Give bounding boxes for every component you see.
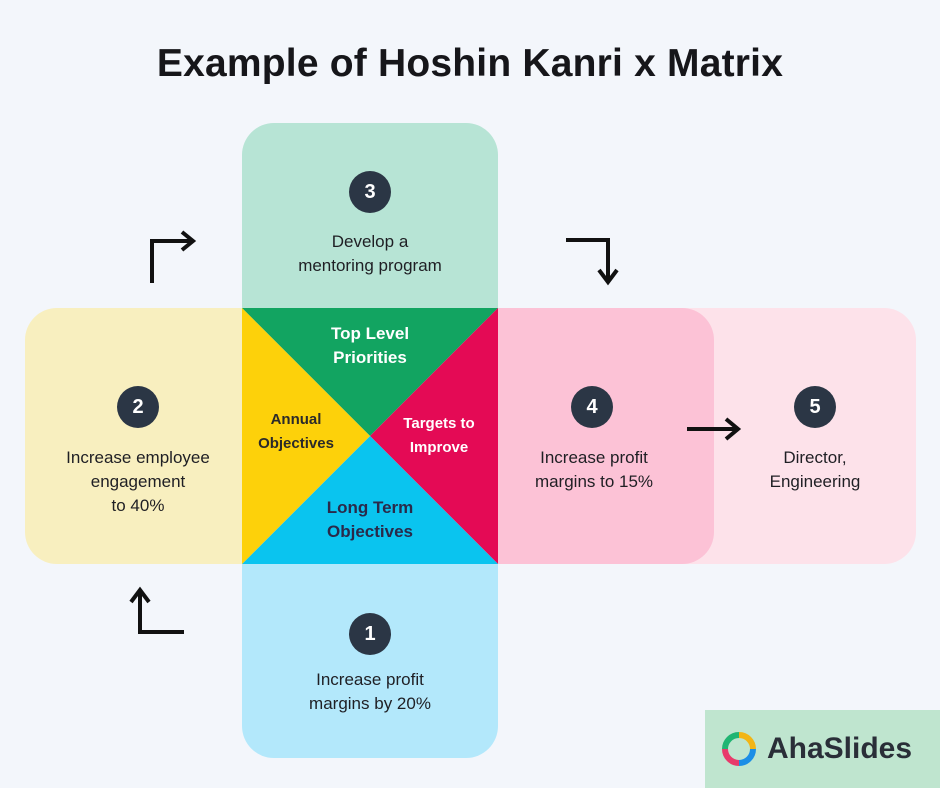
brand-name: AhaSlides <box>767 732 913 765</box>
triangle-top <box>242 308 498 436</box>
label-top-level-priorities: Top Level Priorities <box>330 324 410 367</box>
card-4-text: Increase profit margins to 15% <box>534 448 654 491</box>
number-badge-2: 2 <box>117 386 159 428</box>
triangle-right <box>370 308 498 564</box>
label-long-term-objectives: Long Term Objectives <box>326 498 414 541</box>
label-annual-objectives: Annual Objectives <box>258 411 334 452</box>
number-badge-3: 3 <box>349 171 391 213</box>
arrow-up-right-icon <box>150 230 197 283</box>
number-badge-5: 5 <box>794 386 836 428</box>
number-badge-1: 1 <box>349 613 391 655</box>
card-3-text: Develop a mentoring program <box>298 232 442 275</box>
arrow-right-down-icon <box>566 238 619 286</box>
arrow-left-up-icon <box>129 586 184 634</box>
card-5-text: Director, Engineering <box>769 448 861 491</box>
triangle-bottom <box>242 436 498 564</box>
card-2-box <box>25 308 255 564</box>
card-1-text: Increase profit margins by 20% <box>309 670 431 713</box>
card-2-text: Increase employee engagement to 40% <box>66 448 210 515</box>
number-badge-4: 4 <box>571 386 613 428</box>
ahaslides-logo-icon <box>722 732 756 766</box>
diagram-title: Example of Hoshin Kanri x Matrix <box>156 42 784 85</box>
card-4-box <box>490 308 714 564</box>
card-1-box <box>242 560 498 758</box>
label-targets-to-improve: Targets to Improve <box>403 415 475 456</box>
ahaslides-logo: AhaSlides <box>705 710 940 788</box>
arrow-right-icon <box>687 417 742 441</box>
triangle-left <box>242 308 370 564</box>
center-matrix <box>242 308 498 564</box>
card-3-box <box>242 123 498 323</box>
